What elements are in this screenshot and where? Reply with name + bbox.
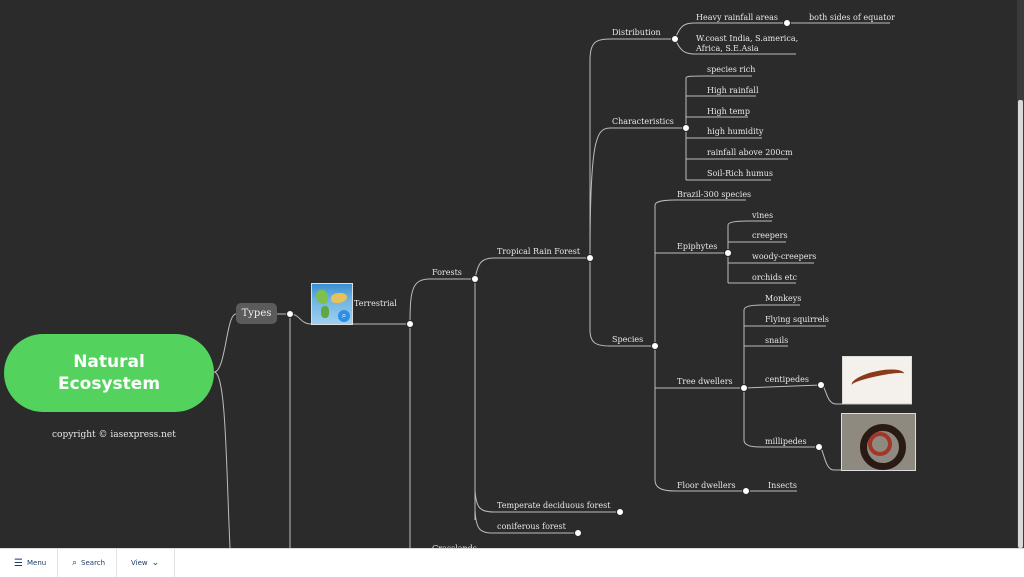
chevron-down-icon: ⌄ (151, 558, 160, 568)
char-item[interactable]: high humidity (707, 127, 764, 136)
continent-shape (321, 306, 329, 318)
char-item[interactable]: rainfall above 200cm (707, 148, 793, 157)
root-title: Natural Ecosystem (57, 352, 161, 394)
root-node[interactable]: Natural Ecosystem (4, 334, 214, 412)
node-coniferous-forest[interactable]: coniferous forest (497, 522, 566, 531)
hamburger-icon: ☰ (14, 557, 23, 569)
node-equator[interactable]: both sides of equator (809, 13, 895, 22)
node-epiphytes[interactable]: Epiphytes (677, 242, 718, 251)
node-tree-dwellers[interactable]: Tree dwellers (677, 377, 733, 386)
node-floor-dwellers[interactable]: Floor dwellers (677, 481, 736, 490)
centipede-image[interactable] (842, 356, 912, 404)
tree-dweller-item[interactable]: centipedes (765, 375, 809, 384)
millipede-image[interactable] (841, 413, 916, 471)
node-temperate-forest[interactable]: Temperate deciduous forest (497, 501, 611, 510)
connector-lines (213, 19, 916, 548)
view-label: View (131, 559, 148, 567)
vertical-scrollbar[interactable] (1018, 100, 1023, 548)
menu-label: Menu (26, 559, 47, 567)
tree-dweller-item[interactable]: snails (765, 336, 789, 345)
node-distribution[interactable]: Distribution (612, 28, 661, 37)
node-brazil[interactable]: Brazil-300 species (677, 190, 752, 199)
copyright-text: copyright © iasexpress.net (52, 430, 176, 440)
tree-dweller-item[interactable]: Monkeys (765, 294, 802, 303)
node-characteristics[interactable]: Characteristics (612, 117, 674, 126)
view-button[interactable]: View ⌄ (117, 549, 175, 577)
epiphyte-item[interactable]: vines (752, 211, 774, 220)
world-map-thumbnail[interactable]: ⌕ (311, 283, 353, 325)
char-item[interactable]: High rainfall (707, 86, 759, 95)
node-forests[interactable]: Forests (432, 268, 462, 277)
epiphyte-item[interactable]: creepers (752, 231, 788, 240)
magnifier-icon[interactable]: ⌕ (338, 310, 350, 322)
node-terrestrial[interactable]: Terrestrial (354, 299, 397, 308)
epiphyte-item[interactable]: orchids etc (752, 273, 798, 282)
node-insects[interactable]: Insects (768, 481, 797, 490)
bottom-toolbar: ☰ Menu ⌕ Search View ⌄ (0, 548, 1024, 577)
node-species[interactable]: Species (612, 335, 644, 344)
node-tropical-rain-forest[interactable]: Tropical Rain Forest (497, 247, 581, 256)
char-item[interactable]: High temp (707, 107, 751, 116)
char-item[interactable]: species rich (707, 65, 756, 74)
continent-shape (331, 293, 347, 303)
search-icon: ⌕ (72, 558, 78, 568)
menu-button[interactable]: ☰ Menu (0, 549, 58, 577)
continent-shape (316, 290, 328, 304)
search-label: Search (81, 559, 106, 567)
millipede-shape (868, 432, 892, 456)
tree-dweller-item[interactable]: Flying squirrels (765, 315, 829, 324)
tree-dweller-item[interactable]: millipedes (765, 437, 807, 446)
millipede-shape (860, 424, 906, 470)
node-regions[interactable]: W.coast India, S.america, Africa, S.E.As… (696, 34, 799, 53)
centipede-shape (849, 365, 907, 394)
node-types[interactable]: Types (236, 303, 277, 324)
char-item[interactable]: Soil-Rich humus (707, 169, 774, 178)
epiphyte-item[interactable]: woody-creepers (752, 252, 817, 261)
node-heavy-rainfall[interactable]: Heavy rainfall areas (696, 13, 778, 22)
search-button[interactable]: ⌕ Search (58, 549, 117, 577)
mind-map-canvas[interactable]: Natural Ecosystem copyright © iasexpress… (0, 0, 1024, 553)
